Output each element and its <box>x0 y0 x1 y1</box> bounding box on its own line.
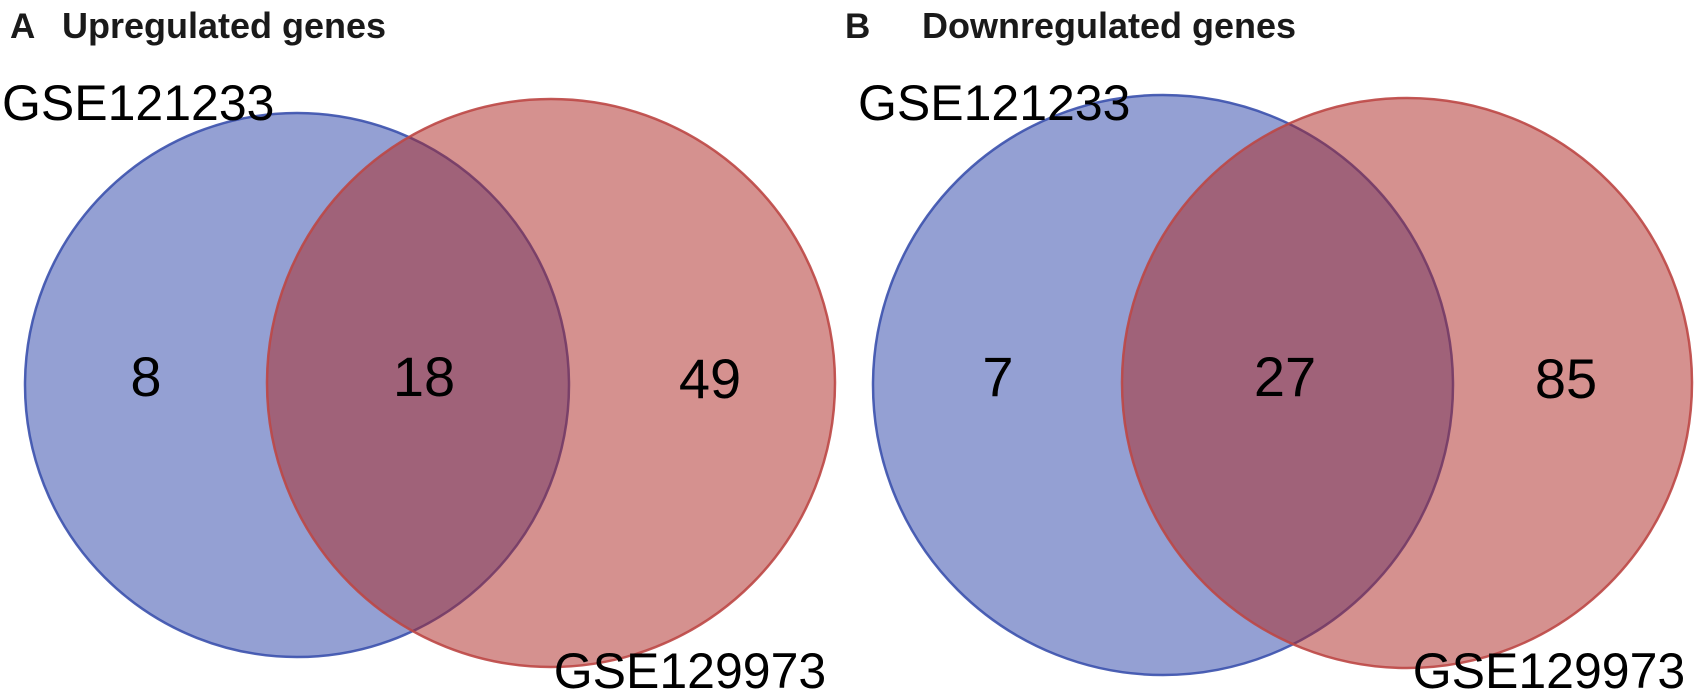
panel-a-title: Upregulated genes <box>62 5 386 46</box>
count-left-only-a: 8 <box>130 345 161 408</box>
count-left-only-b: 7 <box>982 345 1013 408</box>
venn-circle-gse129973-b <box>1120 96 1694 670</box>
panel-b: B Downregulated genes GSE121233 GSE12997… <box>845 5 1694 699</box>
venn-circle-gse129973-a <box>265 97 837 669</box>
panel-a: A Upregulated genes GSE121233 GSE129973 … <box>2 5 837 699</box>
set-label-gse121233-a: GSE121233 <box>2 75 274 131</box>
set-label-gse129973-b: GSE129973 <box>1413 643 1685 699</box>
set-label-gse121233-b: GSE121233 <box>858 75 1130 131</box>
panel-b-title: Downregulated genes <box>922 5 1296 46</box>
count-right-only-b: 85 <box>1535 347 1597 410</box>
count-overlap-b: 27 <box>1254 345 1316 408</box>
panel-b-tag: B <box>845 7 870 46</box>
count-right-only-a: 49 <box>679 347 741 410</box>
count-overlap-a: 18 <box>393 345 455 408</box>
set-label-gse129973-a: GSE129973 <box>554 643 826 699</box>
panel-a-tag: A <box>10 7 35 46</box>
